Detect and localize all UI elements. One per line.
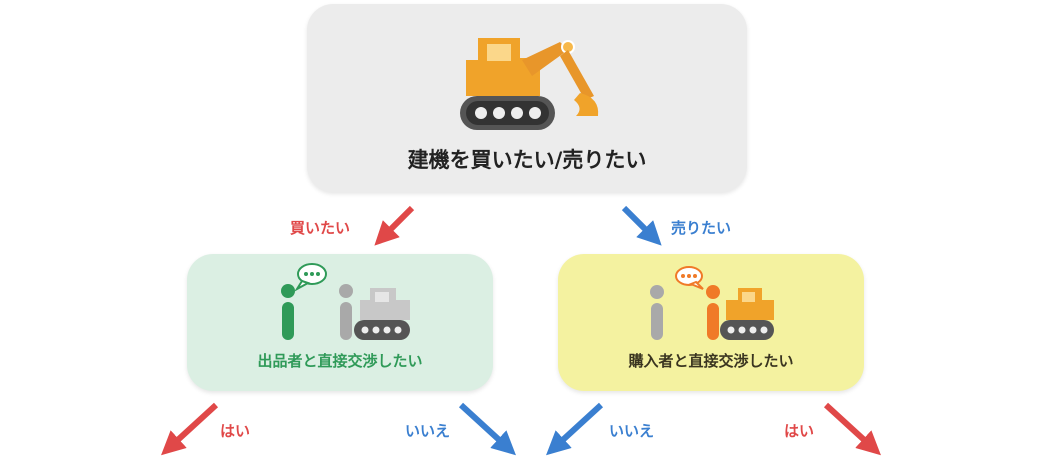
- seller-yes-label: はい: [784, 422, 815, 440]
- branch-buy-label: 買いたい: [290, 219, 351, 237]
- seller-node-title: 購入者と直接交渉したい: [628, 352, 794, 370]
- arrow-seller-no: [546, 402, 604, 456]
- seller-no-label: いいえ: [609, 422, 655, 440]
- arrow-seller-yes: [823, 402, 881, 456]
- arrow-buyer-yes: [161, 402, 219, 456]
- arrow-buyer-no: [458, 402, 516, 456]
- buyer-yes-label: はい: [220, 422, 251, 440]
- buyer-talking-to-seller-icon: [281, 263, 410, 340]
- buyer-node-title: 出品者と直接交渉したい: [257, 352, 423, 370]
- seller-talking-to-buyer-icon: [650, 266, 774, 340]
- branch-sell-label: 売りたい: [671, 219, 732, 237]
- buyer-no-label: いいえ: [405, 422, 451, 440]
- arrow-sell: [621, 205, 662, 246]
- arrow-buy: [374, 205, 415, 246]
- excavator-icon: [460, 38, 599, 130]
- root-title: 建機を買いたい/売りたい: [407, 148, 647, 172]
